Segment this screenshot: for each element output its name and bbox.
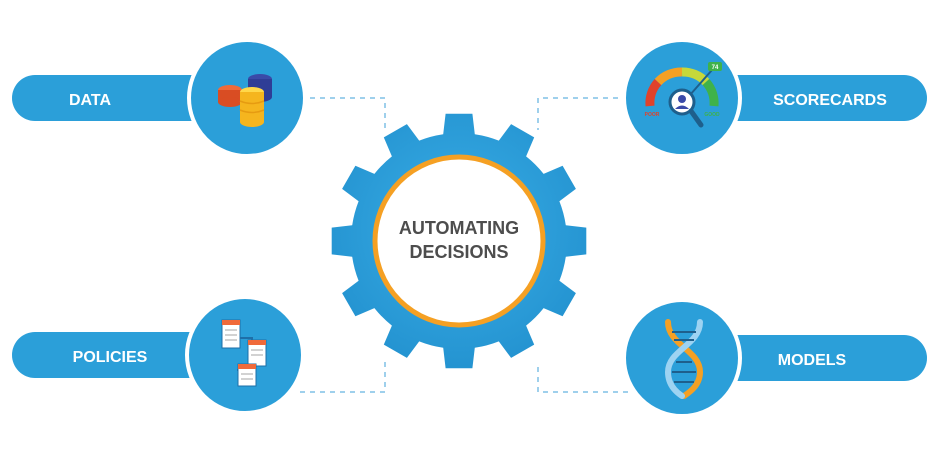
connector-policies	[300, 362, 386, 393]
connector-scorecards	[537, 97, 628, 130]
gear-ring	[372, 154, 546, 328]
connector-models	[537, 362, 628, 393]
data-label: DATA	[69, 92, 112, 109]
connector-data	[310, 97, 386, 130]
node-models: MODELS	[622, 298, 927, 418]
node-scorecards: SCORECARDS 74 POOR GOOD	[622, 38, 927, 158]
central-gear: AUTOMATING DECISIONS	[331, 113, 587, 369]
credit-score-gauge-icon: 74 POOR GOOD	[645, 62, 722, 128]
policies-circle	[185, 295, 305, 415]
center-title-line2: DECISIONS	[409, 242, 508, 262]
node-policies: POLICIES	[12, 295, 305, 415]
models-circle	[622, 298, 742, 418]
gauge-high: GOOD	[704, 112, 720, 118]
database-coins-icon	[218, 74, 272, 127]
gauge-low: POOR	[645, 112, 660, 118]
center-title-line1: AUTOMATING	[399, 218, 519, 238]
flowchart-documents-icon	[221, 319, 267, 387]
models-label: MODELS	[778, 352, 847, 369]
scorecards-label: SCORECARDS	[773, 92, 887, 109]
policies-label: POLICIES	[73, 349, 148, 366]
dna-helix-icon	[664, 319, 704, 399]
node-data: DATA	[12, 38, 307, 158]
connector-lines	[300, 97, 628, 393]
gauge-value: 74	[712, 65, 719, 71]
